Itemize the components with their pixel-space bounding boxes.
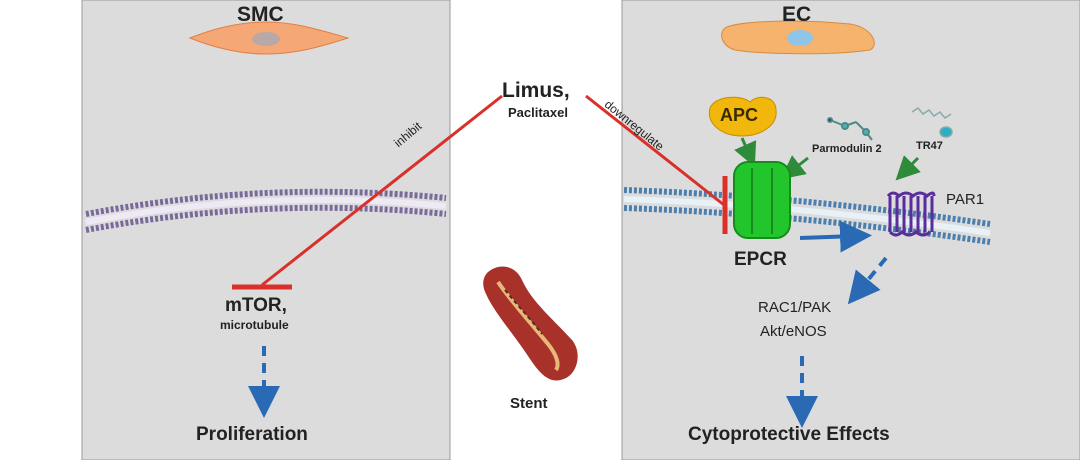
drug-sublabel: Paclitaxel <box>508 105 568 120</box>
pathway-label-line1: RAC1/PAK <box>758 299 832 316</box>
ec-membrane <box>623 187 991 245</box>
ec-cell-label: EC <box>782 3 812 26</box>
mtor-label: mTOR, <box>225 295 287 316</box>
epcr-receptor-icon <box>733 161 791 239</box>
stent-icon <box>483 266 578 381</box>
tr47-label: TR47 <box>916 140 943 152</box>
tr47-arrow <box>895 155 921 181</box>
apc-arrow <box>734 137 757 167</box>
smc-panel <box>81 0 451 460</box>
parmodulin-arrow <box>780 155 809 180</box>
smc-cell-icon <box>188 21 350 55</box>
proliferation-label: Proliferation <box>196 424 308 445</box>
parmodulin-molecule-icon <box>827 117 873 141</box>
stent-label: Stent <box>510 395 548 412</box>
cytoprotective-effects-label: Cytoprotective Effects <box>688 424 890 445</box>
downregulate-line <box>585 94 725 207</box>
smc-membrane <box>85 188 447 233</box>
par1-receptor-icon <box>886 191 936 237</box>
apc-label: APC <box>720 105 759 125</box>
pathway-label-line2: Akt/eNOS <box>760 323 827 340</box>
ec-cell-icon <box>721 20 875 55</box>
apc-icon <box>708 96 777 137</box>
par1-to-pathway-arrow <box>847 256 888 305</box>
smc-cell-label: SMC <box>237 3 284 26</box>
inhibit-line <box>261 94 503 287</box>
epcr-label: EPCR <box>734 249 787 270</box>
drug-label: Limus, <box>502 79 570 102</box>
ec-panel <box>621 0 1080 460</box>
epcr-to-par1-arrow <box>799 220 872 253</box>
parmodulin-label: Parmodulin 2 <box>812 143 882 155</box>
par1-label: PAR1 <box>946 191 985 208</box>
microtubule-label: microtubule <box>220 318 289 332</box>
tr47-peptide-icon <box>911 107 953 138</box>
